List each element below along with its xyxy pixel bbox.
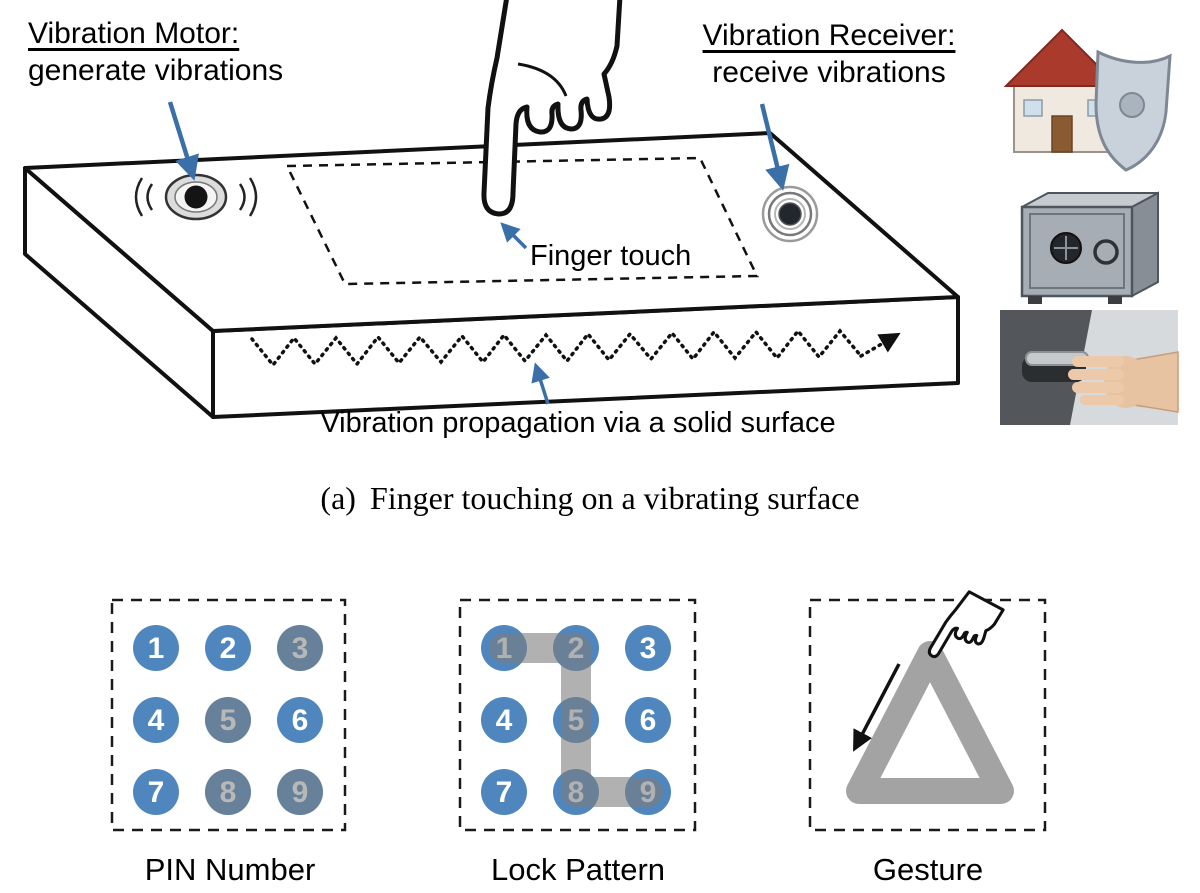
pin-key-1	[133, 625, 179, 671]
safe-foot	[1028, 296, 1042, 304]
motor-core	[184, 185, 208, 209]
receiver-annotation-subtitle: receive vibrations	[712, 55, 946, 89]
pattern-key-label-4: 4	[496, 704, 513, 737]
caption-index: (a)	[320, 480, 356, 516]
safe-side	[1131, 191, 1159, 298]
pattern-panel-outline	[458, 598, 697, 832]
pin-key-2	[205, 625, 251, 671]
house-door	[1051, 115, 1073, 153]
pattern-key-label-6: 6	[640, 704, 657, 737]
pattern-panel-label: Lock Pattern	[490, 852, 666, 887]
gesture-direction-arrow	[853, 663, 901, 752]
pin-key-6	[277, 697, 323, 743]
hand-finger	[1072, 356, 1124, 367]
receiver-annotation-title: Vibration Receiver:	[702, 19, 956, 52]
pin-key-touch-overlay-8	[205, 769, 251, 815]
wave-direction-arrow	[859, 332, 901, 358]
pin-key-label-6: 6	[292, 704, 309, 737]
gesture-panel-outline	[808, 598, 1047, 832]
finger-touch-label: Finger touch	[530, 240, 692, 272]
motor-annotation: Vibration Motor: generate vibrations	[28, 16, 283, 89]
vibration-propagation-wave	[250, 328, 901, 368]
pin-panel-outline	[110, 598, 347, 832]
motor-pointer-arrow	[167, 101, 199, 181]
propagation-pointer-arrow	[531, 362, 550, 405]
receiver-core	[778, 202, 802, 226]
receiver-ring	[761, 185, 819, 243]
vibration-wave-icon	[146, 183, 154, 211]
safe-door	[1020, 205, 1134, 298]
receiver-ring	[774, 198, 806, 230]
receiver-pointer-arrow	[759, 103, 790, 191]
finger-touch-pointer-arrow	[500, 222, 528, 250]
house-roof	[1003, 28, 1121, 87]
hand-finger	[1072, 382, 1124, 393]
pin-key-label-4: 4	[148, 704, 165, 737]
safe-handle	[1093, 239, 1119, 265]
vibration-wave-icon	[238, 183, 246, 211]
gesture-panel-content	[846, 586, 1014, 804]
shield-emblem	[1119, 92, 1145, 118]
subfigure-caption: (a) Finger touching on a vibrating surfac…	[220, 480, 960, 517]
pointing-hand	[484, 0, 620, 214]
vibration-wave-icon	[248, 177, 258, 217]
pin-key-touch-overlay-5	[205, 697, 251, 743]
house-window	[1023, 99, 1043, 117]
gesture-triangle	[846, 641, 1014, 804]
pattern-key-7	[481, 769, 527, 815]
vibration-wave-icon	[134, 177, 144, 217]
photo-car-door-handle	[1000, 310, 1179, 425]
photo-house-shield	[1002, 10, 1185, 178]
propagation-label: Vibration propagation via a solid surfac…	[320, 407, 836, 439]
safe-door-frame	[1029, 213, 1125, 289]
pattern-key-4	[481, 697, 527, 743]
safe-foot	[1108, 296, 1122, 304]
receiver-annotation: Vibration Receiver: receive vibrations	[664, 18, 994, 91]
photo-safe	[1000, 183, 1190, 305]
receiver-ring	[767, 191, 813, 237]
zigzag-wave	[250, 328, 863, 368]
gesture-panel-label: Gesture	[872, 852, 984, 887]
lock-pattern-path	[489, 633, 663, 807]
slab-top-face	[23, 131, 960, 333]
motor-annotation-subtitle: generate vibrations	[28, 53, 284, 87]
pin-key-label-1: 1	[148, 632, 165, 665]
motor-annotation-title: Vibration Motor:	[28, 17, 240, 50]
pin-key-7	[133, 769, 179, 815]
pattern-key-label-3: 3	[640, 632, 657, 665]
thumb-crease	[517, 62, 568, 97]
pin-panel-label: PIN Number	[144, 852, 316, 887]
pin-key-label-2: 2	[220, 632, 237, 665]
caption-text: Finger touching on a vibrating surface	[369, 480, 860, 516]
vibration-receiver	[761, 185, 819, 243]
hand-finger	[1068, 369, 1124, 380]
pin-key-label-7: 7	[148, 776, 165, 809]
pin-key-4	[133, 697, 179, 743]
touch-region-outline	[285, 156, 759, 286]
pattern-key-label-7: 7	[496, 776, 513, 809]
pin-key-touch-overlay-3	[277, 625, 323, 671]
pattern-key-3	[625, 625, 671, 671]
vibrating-surface	[23, 131, 960, 419]
pin-key-touch-overlay-9	[277, 769, 323, 815]
pattern-key-6	[625, 697, 671, 743]
hand-finger	[1080, 395, 1124, 405]
